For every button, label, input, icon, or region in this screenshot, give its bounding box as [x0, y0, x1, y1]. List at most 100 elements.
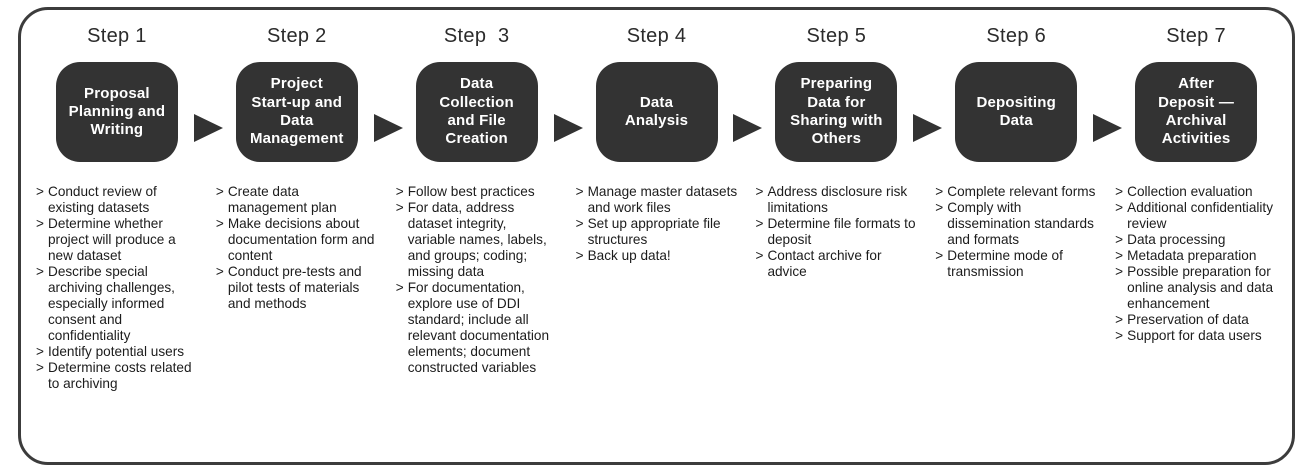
bullet-text: Comply with dissemination standards and … [947, 200, 1094, 248]
bullet-item: >For documentation, explore use of DDI s… [396, 280, 558, 376]
bullet-marker: > [395, 280, 404, 296]
step-bullets: >Follow best practices>For data, address… [396, 184, 558, 376]
step-box: After Deposit — Archival Activities [1135, 62, 1258, 162]
bullet-text: Additional confidentiality review [1127, 200, 1274, 232]
bullet-marker: > [36, 360, 44, 376]
step-bullets: >Manage master datasets and work files>S… [576, 184, 738, 264]
bullet-text: Preservation of data [1127, 312, 1249, 328]
step-column: Step 3 Data Collection and File Creation… [387, 24, 583, 376]
step-label: Step 2 [266, 25, 327, 47]
bullet-item: >Conduct pre-tests and pilot tests of ma… [216, 264, 378, 312]
bullet-item: >Contact archive for advice [755, 248, 917, 280]
step-box-title: After Deposit — Archival Activities [1158, 75, 1235, 148]
bullet-item: >Describe special archiving challenges, … [36, 264, 198, 344]
step-label: Step 1 [87, 25, 147, 47]
step-bullets: >Conduct review of existing datasets>Det… [36, 184, 198, 392]
arrow-right-icon [373, 114, 403, 142]
bullet-text: Create data management plan [227, 184, 337, 216]
bullet-marker: > [1115, 232, 1124, 248]
bullet-marker: > [755, 248, 764, 264]
step-bullets: >Address disclosure risk limitations>Det… [755, 184, 917, 280]
step-column: Step 7 After Deposit — Archival Activiti… [1106, 24, 1286, 344]
bullet-text: Make decisions about documentation form … [227, 216, 375, 264]
bullet-marker: > [36, 184, 44, 199]
bullet-text: Possible preparation for online analysis… [1127, 264, 1274, 312]
step-column: Step 1 Proposal Planning and Writing >Co… [27, 24, 223, 392]
arrow-right-icon [553, 114, 583, 142]
bullet-text: Determine mode of transmission [947, 248, 1063, 280]
bullet-marker: > [755, 184, 764, 199]
bullet-marker: > [1115, 312, 1124, 328]
bullet-text: Set up appropriate file structures [587, 216, 721, 248]
bullet-marker: > [1115, 264, 1124, 280]
bullet-item: >Data processing [1115, 232, 1277, 248]
bullet-text: For documentation, explore use of DDI st… [407, 280, 550, 376]
bullet-item: >Determine costs related to archiving [36, 360, 198, 392]
step-column: Step 6 Depositing Data >Complete relevan… [926, 24, 1123, 280]
step-box: Preparing Data for Sharing with Others [775, 62, 898, 162]
step-box: Project Start-up and Data Management [235, 62, 358, 162]
bullet-marker: > [36, 216, 44, 232]
bullet-text: For data, address dataset integrity, var… [407, 200, 547, 280]
bullet-item: >Preservation of data [1115, 312, 1277, 328]
bullet-item: >Support for data users [1115, 328, 1277, 344]
bullet-text: Back up data! [587, 248, 671, 264]
bullet-marker: > [755, 216, 764, 232]
step-box: Data Collection and File Creation [415, 62, 538, 162]
bullet-text: Conduct pre-tests and pilot tests of mat… [227, 264, 362, 312]
bullet-item: >Comply with dissemination standards and… [935, 200, 1097, 248]
bullet-text: Data processing [1127, 232, 1226, 248]
bullet-marker: > [395, 184, 404, 199]
step-box: Depositing Data [955, 62, 1078, 162]
bullet-item: >Determine file formats to deposit [755, 216, 917, 248]
bullet-text: Determine file formats to deposit [767, 216, 916, 248]
bullet-text: Conduct review of existing datasets [48, 184, 157, 216]
step-bullets: >Complete relevant forms>Comply with dis… [935, 184, 1097, 280]
bullet-marker: > [215, 264, 224, 280]
bullet-text: Address disclosure risk limitations [767, 184, 908, 216]
bullet-text: Identify potential users [48, 344, 185, 360]
bullet-text: Describe special archiving challenges, e… [48, 264, 175, 344]
bullet-item: >Collection evaluation [1115, 184, 1277, 200]
arrow-right-icon [193, 114, 223, 142]
step-label: Step 3 [443, 25, 510, 47]
arrow-right-icon [1093, 114, 1123, 142]
bullet-text: Determine costs related to archiving [48, 360, 192, 392]
bullet-item: >Determine whether project will produce … [36, 216, 198, 264]
step-label: Step 6 [986, 25, 1047, 47]
bullet-text: Support for data users [1127, 328, 1262, 344]
bullet-item: >Additional confidentiality review [1115, 200, 1277, 232]
bullet-item: >Identify potential users [36, 344, 198, 360]
step-column: Step 4 Data Analysis >Manage master data… [567, 24, 763, 264]
bullet-item: >For data, address dataset integrity, va… [396, 200, 558, 280]
bullet-marker: > [935, 200, 944, 216]
bullet-text: Follow best practices [407, 184, 535, 199]
step-box-title: Preparing Data for Sharing with Others [790, 75, 883, 148]
bullet-marker: > [1115, 200, 1124, 216]
bullet-marker: > [215, 184, 224, 199]
bullet-marker: > [215, 216, 224, 232]
bullet-item: >Metadata preparation [1115, 248, 1277, 264]
bullet-item: >Create data management plan [216, 184, 378, 216]
bullet-marker: > [575, 184, 584, 199]
bullet-item: >Set up appropriate file structures [576, 216, 738, 248]
step-label: Step 4 [626, 25, 687, 47]
bullet-marker: > [1115, 248, 1124, 264]
bullet-text: Determine whether project will produce a… [48, 216, 176, 264]
bullet-marker: > [36, 264, 44, 280]
step-box-title: Proposal Planning and Writing [68, 84, 166, 139]
bullet-item: >Possible preparation for online analysi… [1115, 264, 1277, 312]
step-box: Proposal Planning and Writing [55, 62, 178, 162]
step-bullets: >Create data management plan>Make decisi… [216, 184, 378, 312]
bullet-marker: > [575, 248, 584, 264]
arrow-right-icon [913, 114, 943, 142]
bullet-marker: > [935, 184, 944, 199]
step-box-title: Data Collection and File Creation [439, 75, 514, 148]
step-column: Step 5 Preparing Data for Sharing with O… [746, 24, 943, 280]
bullet-text: Manage master datasets and work files [587, 184, 738, 216]
bullet-item: >Address disclosure risk limitations [755, 184, 917, 216]
diagram-frame: Step 1 Proposal Planning and Writing >Co… [18, 7, 1295, 465]
bullet-text: Complete relevant forms [947, 184, 1096, 199]
arrow-right-icon [733, 114, 763, 142]
bullet-text: Collection evaluation [1127, 184, 1253, 199]
